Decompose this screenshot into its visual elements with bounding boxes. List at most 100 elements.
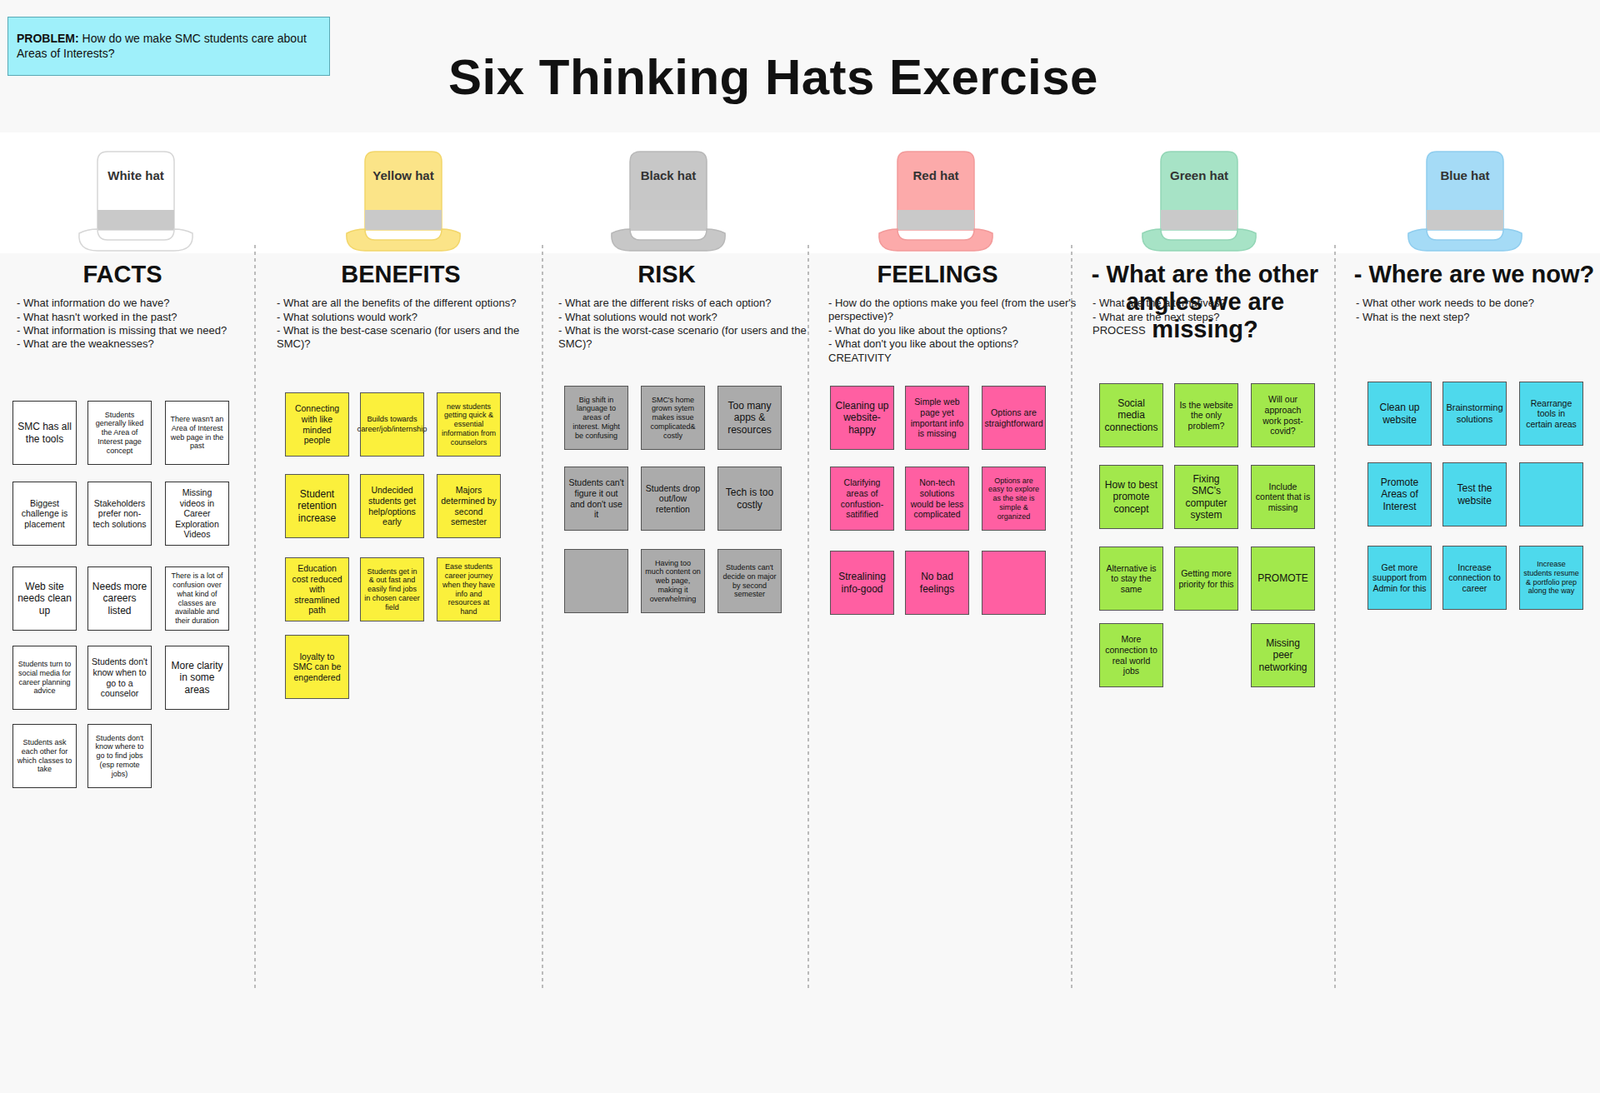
column-heading: - Where are we now? [1349, 260, 1600, 289]
sticky-note: Students can't decide on major by second… [717, 549, 782, 614]
sticky-text: Increase students resume & portfolio pre… [1523, 560, 1580, 596]
sticky-text: Brainstorming solutions [1445, 402, 1503, 425]
sticky-note: Students ask each other for which classe… [12, 724, 77, 789]
hat-illustration [77, 150, 195, 254]
sticky-text: Will our approach work post-covid? [1255, 394, 1311, 436]
guiding-question: - What are the alternatives? [1092, 296, 1343, 310]
hat-illustration [1406, 150, 1524, 254]
hat-illustration [1140, 150, 1258, 254]
blank-sticky-note [981, 550, 1046, 615]
sticky-text: SMC's home grown sytem makes issue compl… [645, 395, 701, 441]
sticky-note: Clean up website [1367, 381, 1432, 446]
sticky-note: Students can't figure it out and don't u… [564, 466, 629, 531]
sticky-text: Students get in & out fast and easily fi… [364, 567, 420, 613]
sticky-note: How to best promote concept [1099, 465, 1164, 530]
sticky-text: More connection to real world jobs [1103, 634, 1160, 676]
guiding-question: - What information do we have? [16, 296, 250, 310]
sticky-note: Undecided students get help/options earl… [360, 474, 425, 539]
sticky-text: Social media connections [1103, 397, 1160, 434]
guiding-question: - What is the worst-case scenario (for u… [558, 324, 834, 352]
sticky-text: Cleaning up website-happy [834, 400, 890, 436]
sticky-note: Builds towards career/job/internship [360, 392, 425, 457]
problem-box: PROBLEM: How do we make SMC students car… [7, 16, 330, 76]
guiding-question: - What hasn't worked in the past? [16, 310, 250, 325]
column-heading: FEELINGS [812, 260, 1063, 289]
sticky-text: Big shift in language to areas of intere… [568, 395, 625, 441]
sticky-note: Rearrange tools in certain areas [1519, 381, 1584, 446]
sticky-text: Students don't know where to go to find … [91, 734, 148, 780]
sticky-text: Education cost reduced with streamlined … [289, 563, 345, 616]
sticky-text: Options are straightforward [984, 407, 1043, 429]
sticky-text: Students ask each other for which classe… [16, 738, 73, 775]
sticky-text: Include content that is missing [1255, 481, 1311, 514]
sticky-text: Tech is too costly [721, 486, 778, 511]
sticky-note: new students getting quick & essential i… [436, 392, 501, 457]
guiding-question: - What are the weaknesses? [16, 337, 250, 351]
sticky-text: Majors determined by second semester [440, 485, 497, 527]
hat-shape: Green hat [1140, 150, 1258, 254]
sticky-text: Students can't decide on major by second… [721, 563, 778, 600]
sticky-text: Students can't figure it out and don't u… [568, 477, 625, 520]
sticky-note: Biggest challenge is placement [12, 481, 77, 546]
sticky-text: Students generally liked the Area of Int… [91, 410, 148, 456]
sticky-text: Increase connection to career [1446, 562, 1503, 595]
sticky-note: Get more suupport from Admin for this [1367, 545, 1432, 610]
sticky-text: Rearrange tools in certain areas [1523, 398, 1580, 430]
column-heading: BENEFITS [275, 260, 526, 289]
sticky-note: Getting more priority for this [1174, 546, 1239, 611]
sticky-text: Needs more careers listed [91, 580, 148, 617]
guiding-question: - What is the next step? [1355, 310, 1600, 325]
sticky-text: Clean up website [1371, 401, 1428, 426]
hat-shape: Red hat [877, 150, 995, 254]
sticky-text: Non-tech solutions would be less complic… [909, 477, 965, 520]
sticky-text: Alternative is to stay the same [1103, 563, 1160, 595]
hat-label: White hat [77, 168, 195, 183]
sticky-note: Alternative is to stay the same [1099, 546, 1164, 611]
sticky-note: Students get in & out fast and easily fi… [360, 557, 425, 622]
sticky-note: More connection to real world jobs [1099, 623, 1164, 688]
sticky-note: Students turn to social media for career… [12, 645, 77, 710]
sticky-note: Test the website [1442, 462, 1507, 527]
sticky-note: Students generally liked the Area of Int… [87, 400, 152, 465]
sticky-text: Get more suupport from Admin for this [1371, 562, 1428, 595]
guiding-question: - What don't you like about the options? [828, 337, 1091, 351]
sticky-text: Test the website [1446, 482, 1503, 507]
blank-sticky-note [564, 549, 629, 614]
sticky-text: Simple web page yet important info is mi… [909, 396, 965, 439]
sticky-note: Promote Areas of Interest [1367, 462, 1432, 527]
sticky-text: Students drop out/low retention [645, 483, 701, 515]
sticky-note: Tech is too costly [717, 466, 782, 531]
sticky-text: Builds towards career/job/internship [357, 415, 428, 434]
guiding-question: - What are all the benefits of the diffe… [276, 296, 552, 310]
sticky-text: Having too much content on web page, mak… [645, 559, 701, 605]
sticky-note: SMC has all the tools [12, 400, 77, 465]
guiding-question: CREATIVITY [828, 351, 1091, 365]
hat-shape: White hat [77, 150, 195, 254]
sticky-text: Student retention increase [289, 488, 345, 525]
sticky-note: PROMOTE [1250, 546, 1315, 611]
column-separators [255, 245, 1335, 990]
sticky-note: Simple web page yet important info is mi… [905, 385, 970, 450]
sticky-note: Increase students resume & portfolio pre… [1519, 545, 1584, 610]
sticky-note: Connecting with like minded people [285, 392, 350, 457]
guiding-question: - How do the options make you feel (from… [828, 296, 1091, 325]
sticky-text: Web site needs clean up [16, 580, 73, 617]
sticky-note: Students drop out/low retention [640, 466, 705, 531]
sticky-note: Options are straightforward [981, 385, 1046, 450]
guiding-question: - What other work needs to be done? [1355, 296, 1600, 310]
guiding-question: - What is the best-case scenario (for us… [276, 324, 552, 352]
sticky-note: loyalty to SMC can be engendered [285, 635, 350, 700]
sticky-note: There wasn't an Area of Interest web pag… [165, 400, 230, 465]
column-heading: RISK [541, 260, 792, 289]
sticky-note: There is a lot of confusion over what ki… [165, 566, 230, 631]
hat-label: Red hat [877, 168, 995, 183]
sticky-note: Big shift in language to areas of intere… [564, 385, 629, 450]
hat-illustration [345, 150, 462, 254]
sticky-note: Will our approach work post-covid? [1250, 383, 1315, 448]
sticky-note: Having too much content on web page, mak… [640, 549, 705, 614]
sticky-note: Non-tech solutions would be less complic… [905, 466, 970, 531]
sticky-note: Students don't know where to go to find … [87, 724, 152, 789]
sticky-note: SMC's home grown sytem makes issue compl… [640, 385, 705, 450]
sticky-text: Missing peer networking [1255, 637, 1311, 674]
